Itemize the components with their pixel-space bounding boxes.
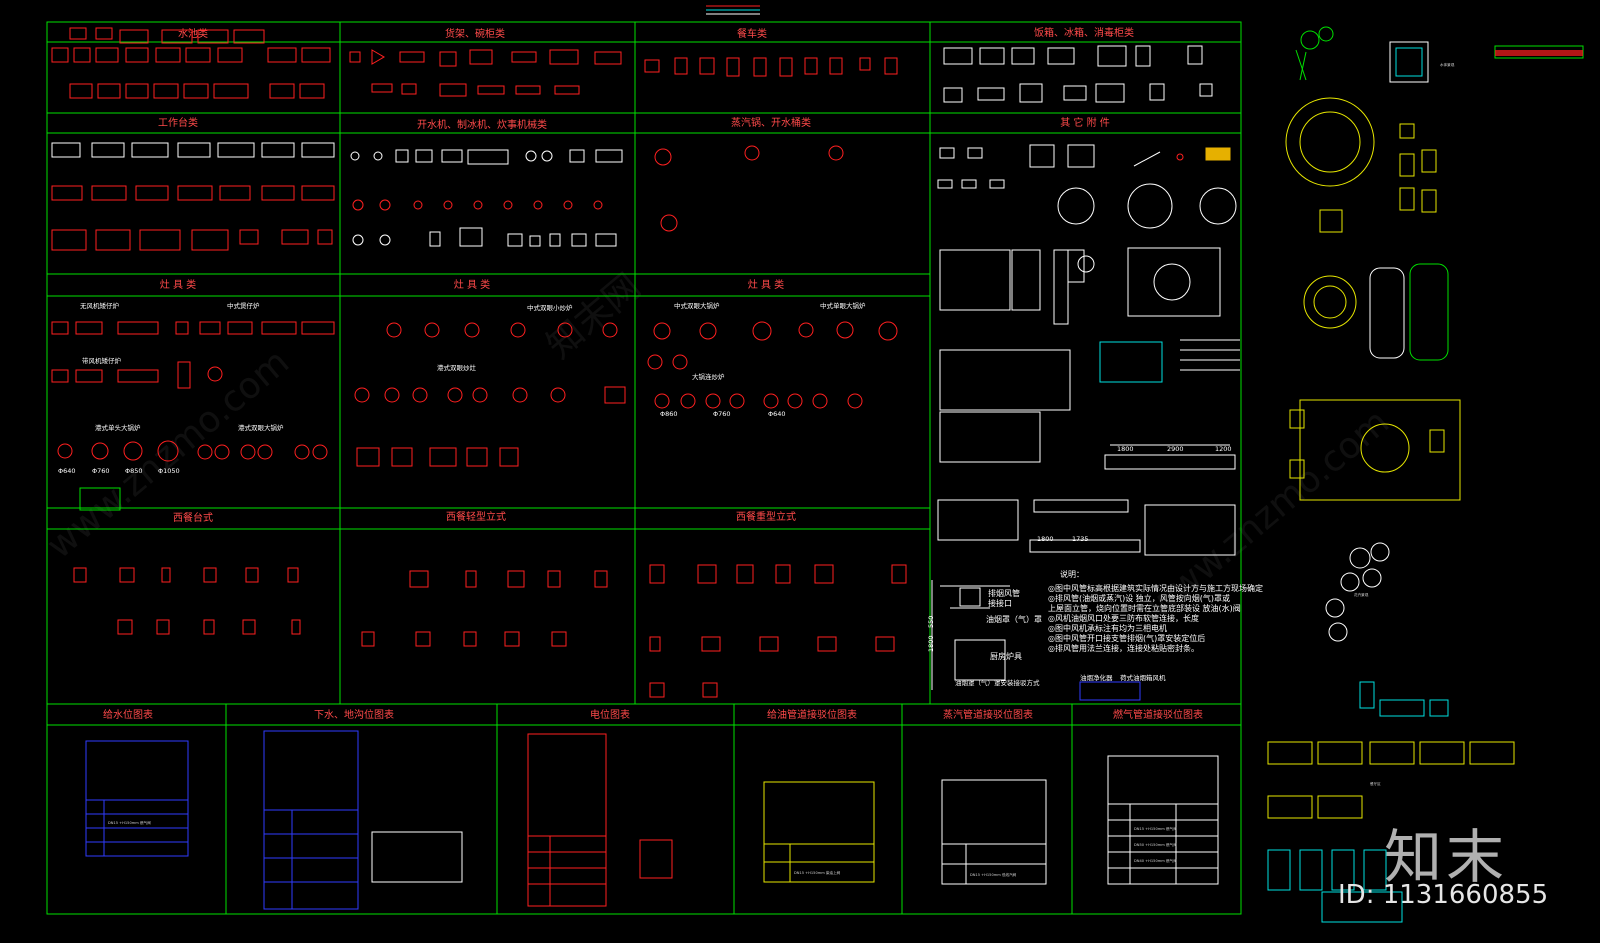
label-hk-double-stir: 港式双眼炒灶 <box>437 363 477 372</box>
notes-line-2: ◎排风管(油烟或蒸汽)设 独立，风管按向烟(气)罩或 <box>1048 593 1230 603</box>
table-grid <box>46 21 1242 915</box>
label-cn-double-big: 中式双眼大锅炉 <box>674 301 720 310</box>
gas-row-lpg: DN50 +H150mm 燃气阀 <box>1134 842 1177 847</box>
label-big-pot: 大锅连炒炉 <box>692 372 725 381</box>
hood-fan: 荷式油烟箱风机 <box>1120 673 1166 682</box>
title-water-machine: 开水机、制冰机、炊事机械类 <box>417 118 547 131</box>
notes-line-1: ◎图中风管标高根据建筑实际情况由设计方与施工方现场确定 <box>1048 583 1263 593</box>
title-western-table: 西餐台式 <box>173 511 213 524</box>
diameter-760: Φ760 <box>92 467 110 475</box>
title-drain: 下水、地沟位图表 <box>314 708 394 721</box>
stove-labels: 无风机矮仔炉 中式煲仔炉 带风机矮仔炉 港式单头大锅炉 港式双眼大锅炉 中式双眼… <box>80 301 866 432</box>
worktable-symbols <box>51 142 335 251</box>
water-machine-symbols <box>350 149 623 247</box>
title-water-supply: 给水位图表 <box>103 708 153 721</box>
gas-row-natural: DN15 +H150mm 燃气阀 <box>1134 826 1177 831</box>
title-cart: 餐车类 <box>737 27 767 40</box>
label-dining: 餐厅区 <box>1370 781 1381 786</box>
stove-symbols <box>51 321 898 511</box>
water-supply-table <box>85 740 189 857</box>
gas-row-coal: DN40 +H150mm 燃气阀 <box>1134 858 1177 863</box>
title-western-heavy: 西餐重型立式 <box>736 510 796 523</box>
notes-line-4: ◎风机油烟风口处要三防布软管连接，长度 <box>1048 613 1199 623</box>
title-sink: 水池类 <box>178 27 208 40</box>
label-water-feature: 水体景观 <box>1440 62 1455 67</box>
steam-pot-symbols <box>654 145 844 232</box>
notes-line-3: 上屋面立管，烧向位置时需在立管底部装设 放油(水)阀 <box>1048 603 1241 613</box>
hood-label: 油烟罩（气）罩 <box>986 614 1042 624</box>
diameter-860: Φ860 <box>660 410 678 418</box>
drain-table <box>263 730 463 910</box>
other-accessory-drawing <box>931 144 1240 701</box>
label-cn-double-small: 中式双眼小炒炉 <box>527 303 573 312</box>
shelf-symbols <box>349 49 622 97</box>
hood-chef: 厨房炉具 <box>990 651 1022 661</box>
title-other: 其 它 附 件 <box>1060 116 1110 129</box>
gas-table <box>1107 755 1219 885</box>
other-dims: 1800 2900 1200 1800 1735 <box>1037 445 1232 543</box>
right-side-labels: 水体景观 花卉景观 餐厅区 <box>1354 62 1455 786</box>
section-titles: 水池类 货架、碗柜类 餐车类 饭箱、冰箱、消毒柜类 工作台类 开水机、制冰机、炊… <box>103 26 1203 721</box>
hood-dim-1800: 1800 <box>927 635 935 652</box>
hood-purifier: 油烟净化器 <box>1080 673 1113 682</box>
title-electric: 电位图表 <box>590 708 630 721</box>
notes-block: 说明： ◎图中风管标高根据建筑实际情况由设计方与施工方现场确定 ◎排风管(油烟或… <box>1048 569 1263 653</box>
dim-1200: 1200 <box>1215 445 1232 453</box>
label-chinese-soup-stove: 中式煲仔炉 <box>227 301 260 310</box>
dim-1800-b: 1800 <box>1037 535 1054 543</box>
steam-row: DN15 +H150mm 低线汽阀 <box>970 872 1017 877</box>
hood-install: 油烟罩（气）罩安装接驳方式 <box>955 678 1040 687</box>
water-row: DN15 +H150mm 燃气阀 <box>108 820 151 825</box>
label-cn-single-big: 中式单眼大锅炉 <box>820 301 866 310</box>
hood-labels: 排烟风管 接接口 油烟罩（气）罩 厨房炉具 油烟罩（气）罩安装接驳方式 油烟净化… <box>927 588 1166 687</box>
title-stove-1: 灶 具 类 <box>160 278 196 291</box>
label-plant: 花卉景观 <box>1354 592 1369 597</box>
electric-table <box>527 733 673 907</box>
dim-1800-a: 1800 <box>1117 445 1134 453</box>
watermark-id: ID: 1131660855 <box>1338 880 1549 910</box>
title-shelf: 货架、碗柜类 <box>445 27 505 40</box>
hood-interface: 接接口 <box>988 598 1012 608</box>
title-steam: 蒸汽管道接驳位图表 <box>943 708 1033 721</box>
title-worktable: 工作台类 <box>158 116 198 129</box>
notes-line-6: ◎图中风管开口接支管排烟(气)罩安装定位后 <box>1048 633 1205 643</box>
cabinet-symbols <box>943 45 1213 103</box>
notes-line-5: ◎图中风机承标注有均为三相电机 <box>1048 623 1167 633</box>
oil-table <box>763 781 875 883</box>
title-western-light: 西餐轻型立式 <box>446 510 506 523</box>
stove-diameters: Φ640 Φ760 Φ850 Φ1050 Φ860 Φ760 Φ640 <box>58 410 786 475</box>
diameter-760-b: Φ760 <box>713 410 731 418</box>
right-side-furniture <box>1267 26 1584 923</box>
diameter-850: Φ850 <box>125 467 143 475</box>
title-oil: 给油管道接驳位图表 <box>767 708 857 721</box>
title-steam-pot: 蒸汽锅、开水桶类 <box>731 116 811 129</box>
notes-line-7: ◎排风管用法兰连接，连接处粘贴密封条。 <box>1048 643 1199 653</box>
title-cabinet: 饭箱、冰箱、消毒柜类 <box>1034 26 1134 39</box>
title-gas: 燃气管道接驳位图表 <box>1113 708 1203 721</box>
notes-title: 说明： <box>1060 569 1084 579</box>
title-stove-2: 灶 具 类 <box>454 278 490 291</box>
hood-exhaust-pipe: 排烟风管 <box>988 588 1020 598</box>
bottom-table-texts: DN15 +H150mm 燃气阀 DN50 +H150mm 燃气阀 DN40 +… <box>108 820 1177 877</box>
diameter-640: Φ640 <box>58 467 76 475</box>
label-no-fan-stove: 无风机矮仔炉 <box>80 301 120 310</box>
watermark-logo: 知末 <box>1384 823 1509 891</box>
dim-2900: 2900 <box>1167 445 1184 453</box>
steam-table <box>941 779 1047 885</box>
label-fan-stove: 带风机矮仔炉 <box>82 356 122 365</box>
title-marker <box>706 5 760 15</box>
cart-symbols <box>644 57 898 77</box>
sink-symbols <box>51 27 331 99</box>
diameter-1050: Φ1050 <box>158 467 180 475</box>
dim-1735: 1735 <box>1072 535 1089 543</box>
diameter-640-b: Φ640 <box>768 410 786 418</box>
oil-row: DN15 +H150mm 柴油上阀 <box>794 870 841 875</box>
title-stove-3: 灶 具 类 <box>748 278 784 291</box>
label-hk-double-stove: 港式双眼大锅炉 <box>238 423 284 432</box>
label-hk-single-stove: 港式单头大锅炉 <box>95 423 141 432</box>
watermark-brand: 知末网 <box>539 266 648 367</box>
western-symbols <box>73 564 907 698</box>
hood-dim-550: 550 <box>927 616 935 628</box>
